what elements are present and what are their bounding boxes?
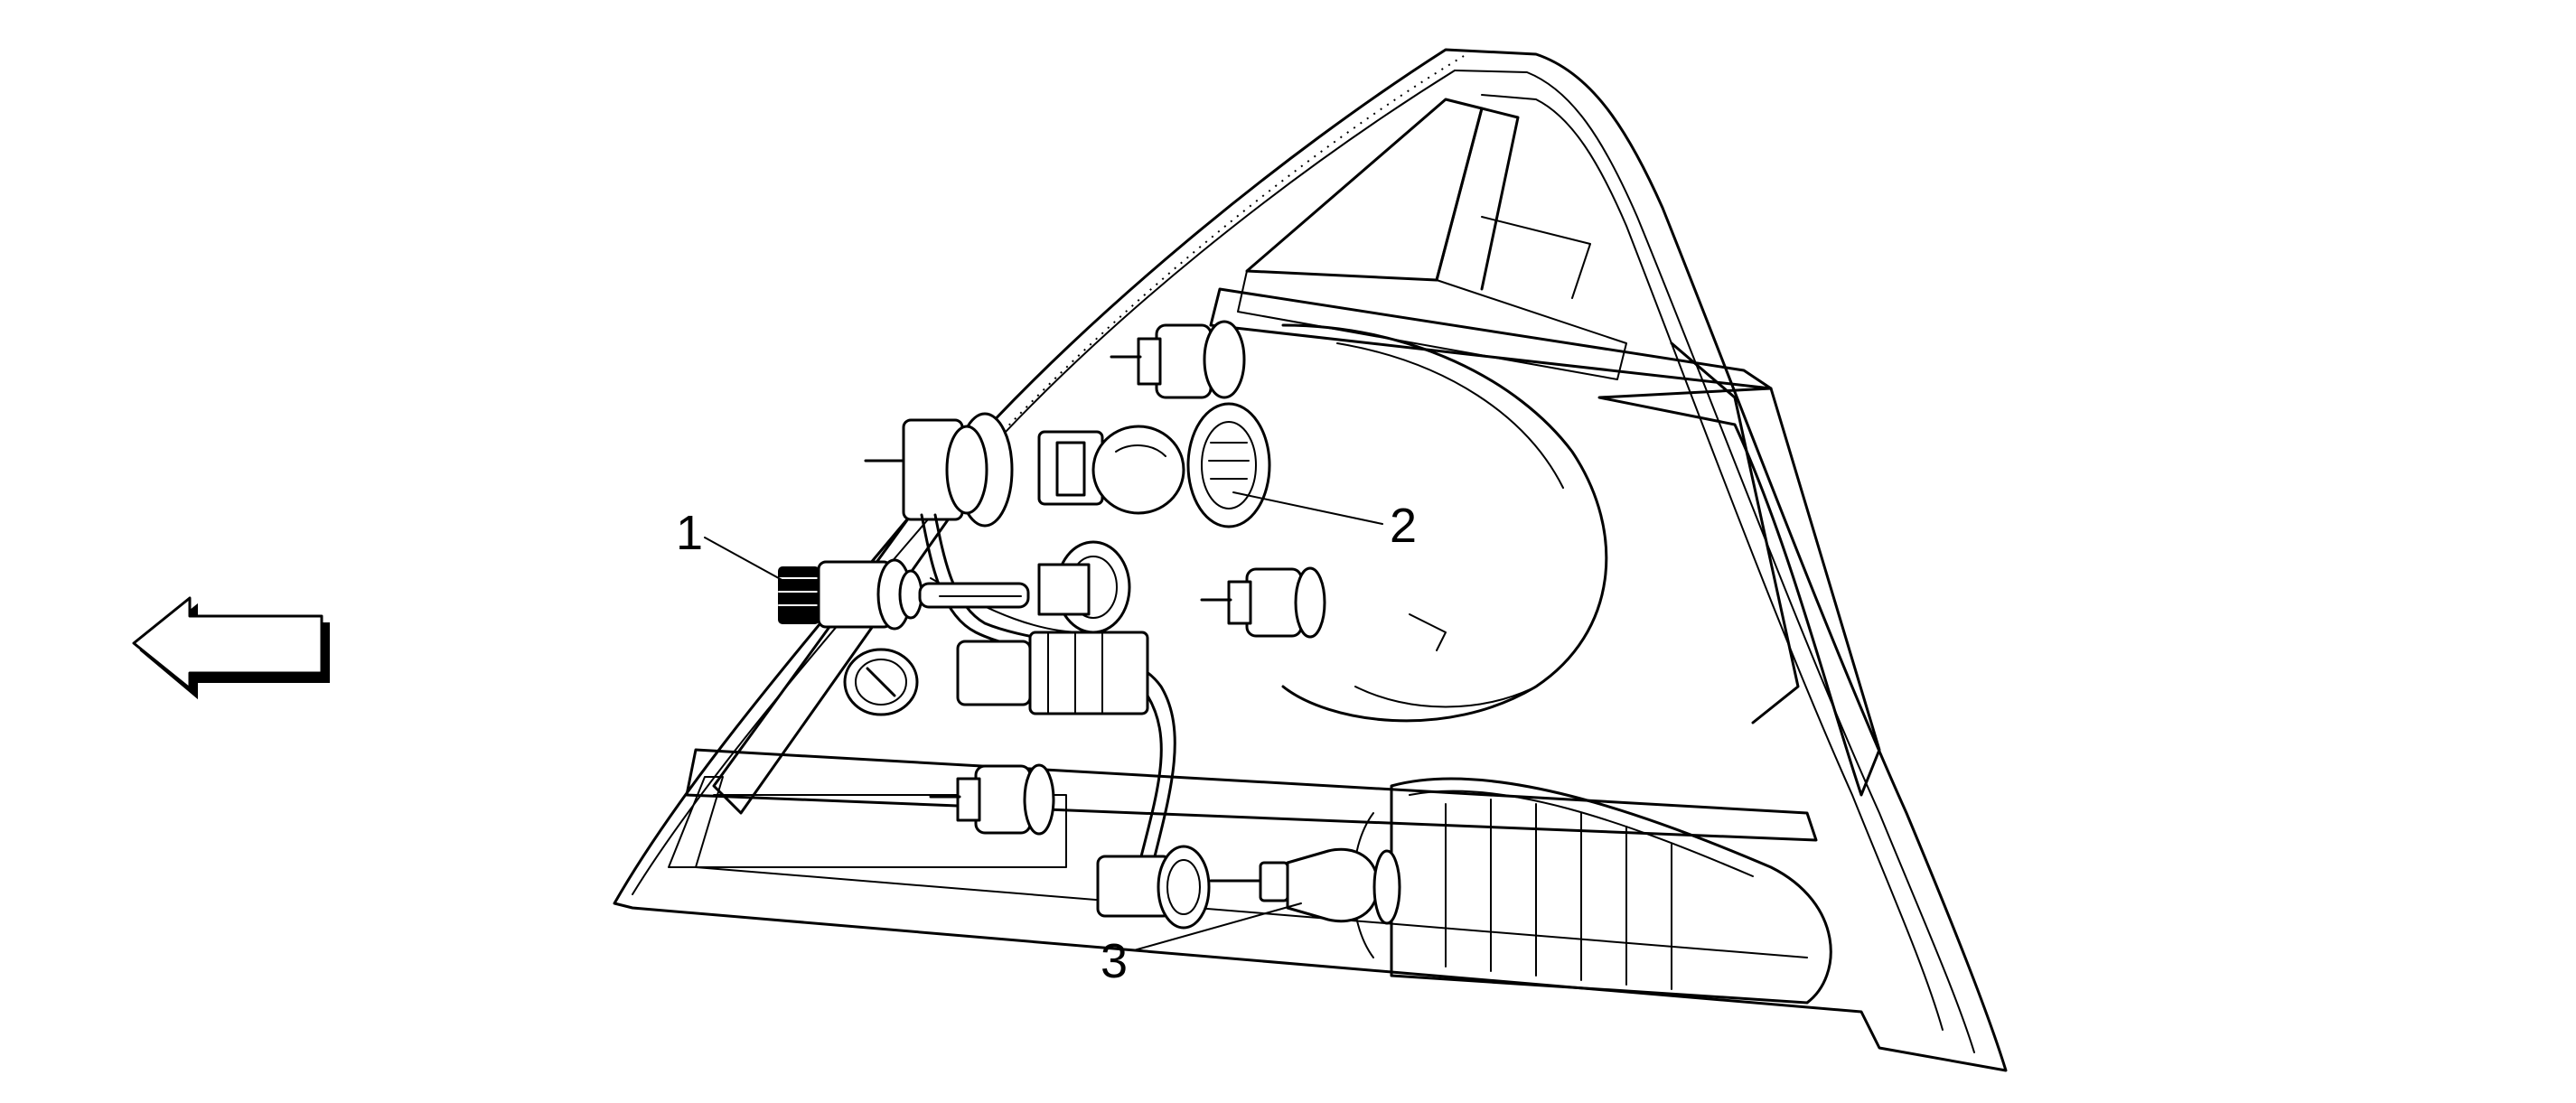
right-mid-socket bbox=[1200, 566, 1326, 639]
upper-bulb-socket bbox=[1110, 320, 1246, 399]
bulb-3 bbox=[1096, 845, 1401, 930]
callout-3-label: 3 bbox=[1101, 934, 1128, 988]
callout-leaders bbox=[704, 491, 1383, 951]
lower-left-socket bbox=[929, 763, 1055, 836]
left-arrow-icon bbox=[132, 596, 330, 700]
bulb-2 bbox=[1037, 402, 1271, 528]
callout-1-label: 1 bbox=[676, 506, 703, 560]
tail-lamp-housing bbox=[613, 48, 2008, 1072]
bulb-1 bbox=[778, 558, 1030, 631]
callout-2-label: 2 bbox=[1390, 499, 1417, 553]
